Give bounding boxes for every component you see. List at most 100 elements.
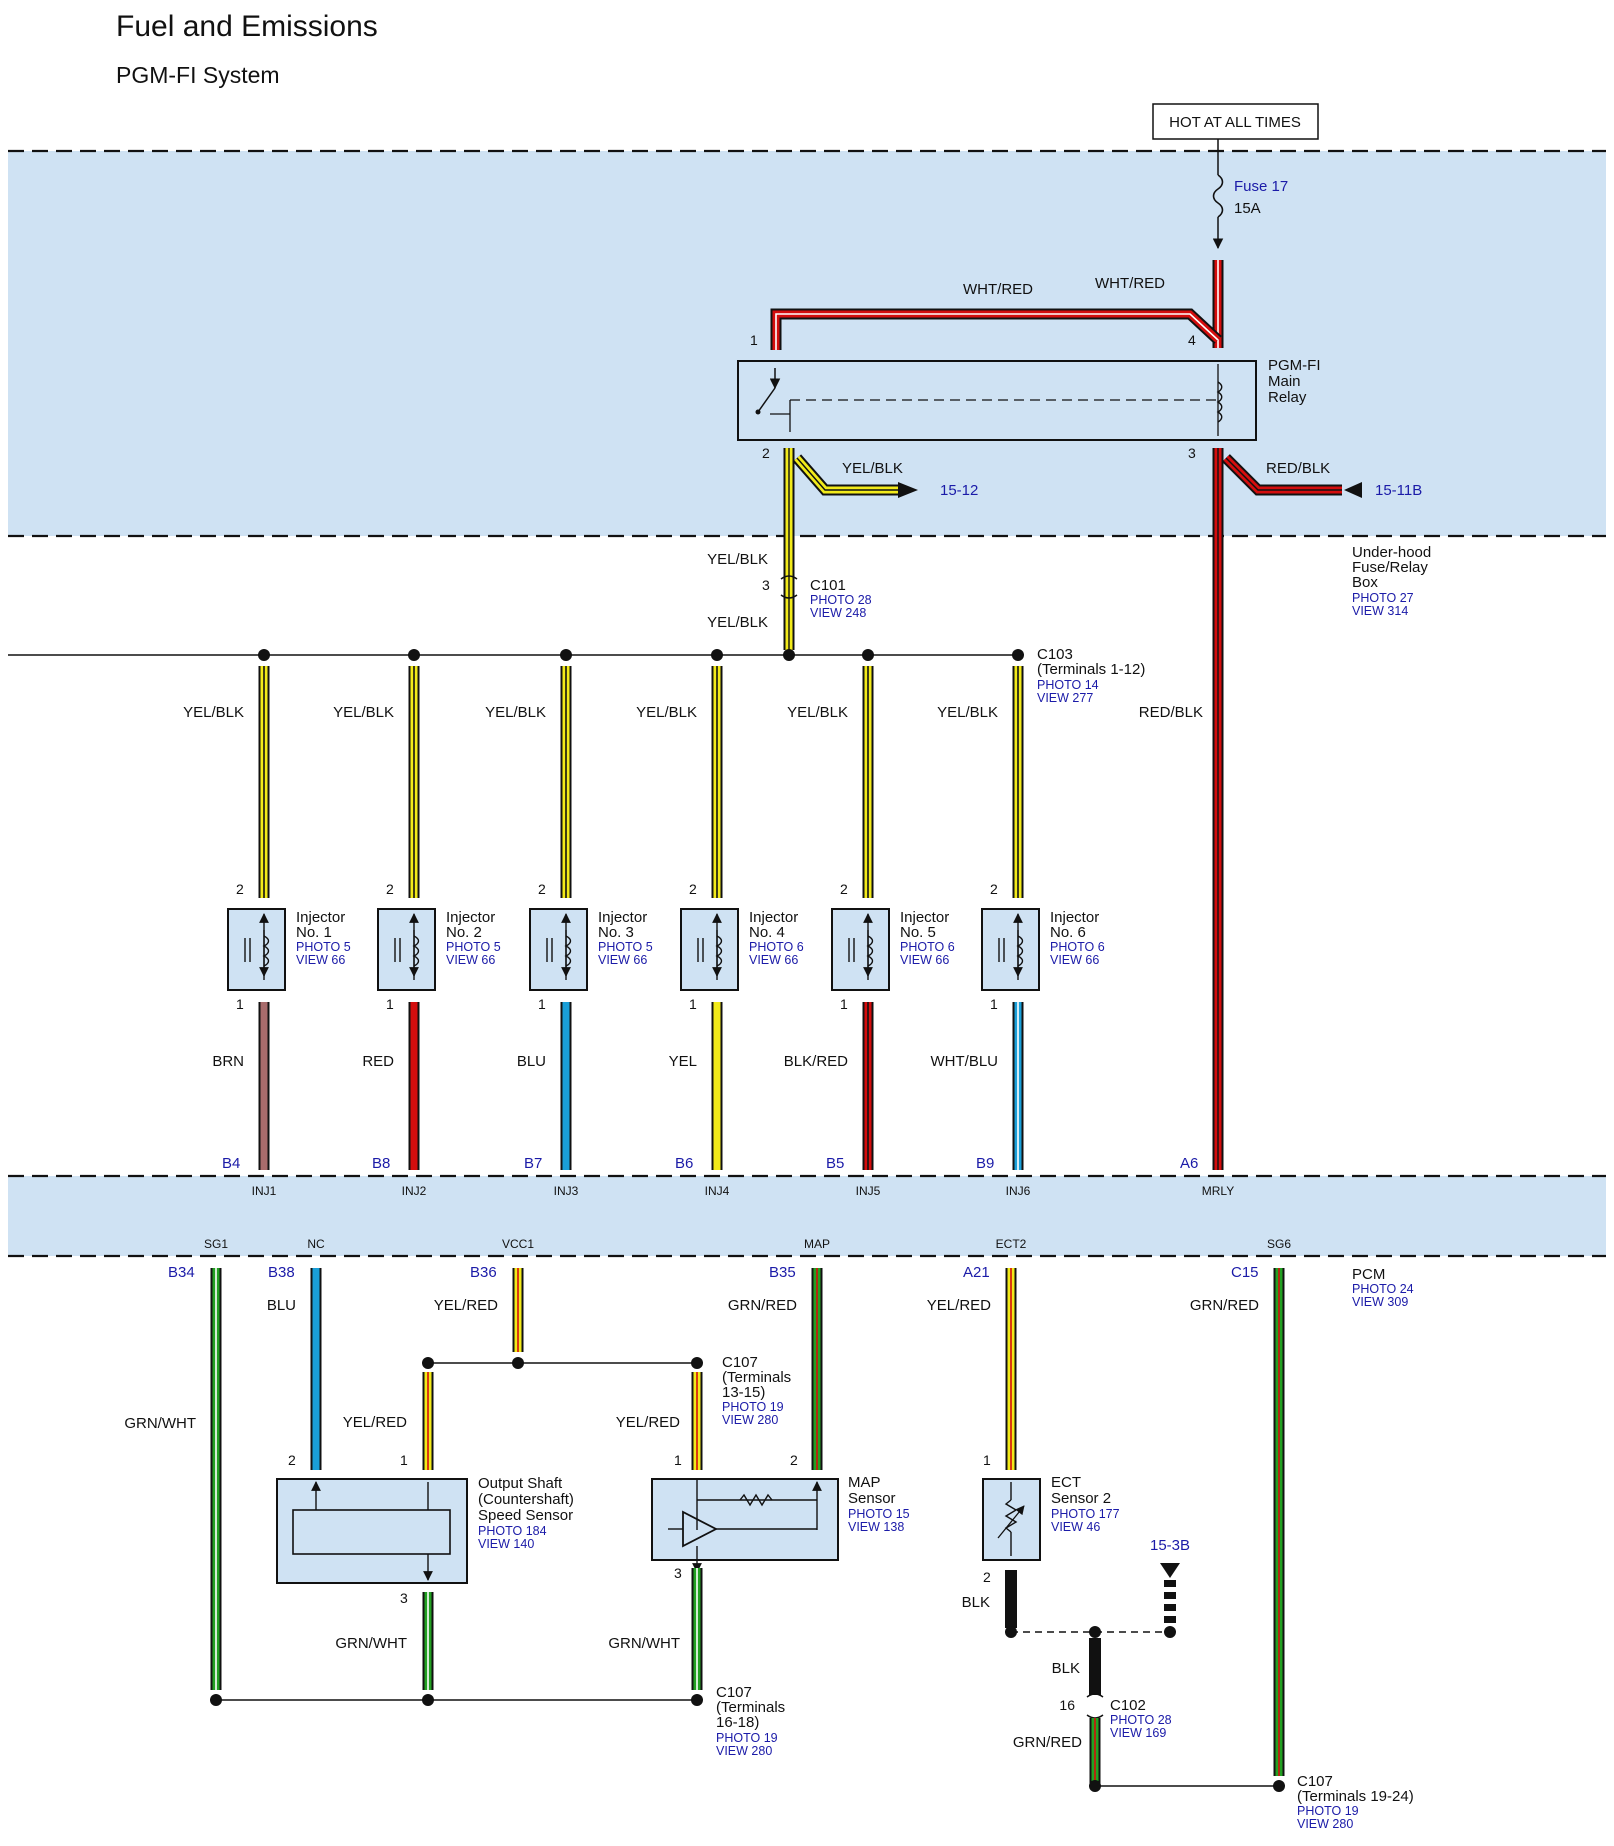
wire-label-pcm-lower: GRN/RED	[1190, 1297, 1259, 1314]
ect-photo: PHOTO 177	[1051, 1507, 1120, 1521]
injector-coil-icon	[262, 935, 270, 967]
pcm-pin-injector: B8	[372, 1155, 390, 1172]
pcm-signal-lower: MAP	[804, 1237, 830, 1251]
pcm-signal-injector: INJ1	[252, 1184, 277, 1198]
injector-view: VIEW 66	[1050, 953, 1099, 967]
underhood-box-view: VIEW 314	[1352, 604, 1408, 618]
c107c-name: C107	[1297, 1773, 1333, 1790]
output-shaft-speed-sensor	[276, 1478, 468, 1584]
injector-pin-top: 2	[840, 881, 848, 897]
wire-label-injector-output: BLK/RED	[784, 1053, 848, 1070]
wire-label-injector-feed: YEL/BLK	[183, 704, 244, 721]
map-name-2: Sensor	[848, 1490, 896, 1507]
injector-photo: PHOTO 5	[296, 940, 351, 954]
pcm-pin-lower: B35	[769, 1264, 796, 1281]
underhood-box-name-2: Fuse/Relay	[1352, 559, 1428, 576]
injector-pin-top: 2	[538, 881, 546, 897]
oss-photo: PHOTO 184	[478, 1524, 547, 1538]
map-name-1: MAP	[848, 1474, 881, 1491]
pcm-signal-lower: VCC1	[502, 1237, 534, 1251]
pcm-signal-injector: INJ2	[402, 1184, 427, 1198]
pcm-signal-injector: INJ6	[1006, 1184, 1031, 1198]
c107c-view: VIEW 280	[1297, 1817, 1353, 1831]
pcm-signal-injector: INJ5	[856, 1184, 881, 1198]
ect-name-2: Sensor 2	[1051, 1490, 1111, 1507]
pcm-signal-lower: SG1	[204, 1237, 228, 1251]
c102-connector	[1086, 1693, 1104, 1719]
pcm-signal-lower: NC	[307, 1237, 325, 1251]
injector-photo: PHOTO 6	[1050, 940, 1105, 954]
injector-pin-bottom: 1	[236, 996, 244, 1012]
injector-1	[227, 908, 286, 991]
underhood-box-name-3: Box	[1352, 574, 1378, 591]
wire-label-c101-above: YEL/BLK	[707, 551, 768, 568]
injector-pin-bottom: 1	[840, 996, 848, 1012]
c103-view: VIEW 277	[1037, 691, 1093, 705]
relay-pin-3: 3	[1188, 445, 1196, 461]
injector-pin-bottom: 1	[538, 996, 546, 1012]
underhood-box-band	[8, 151, 1606, 536]
injector-number: No. 4	[749, 924, 785, 941]
wire-label-injector-feed: YEL/BLK	[333, 704, 394, 721]
injector-4	[680, 908, 739, 991]
wire-label-pcm-lower: GRN/RED	[728, 1297, 797, 1314]
injector-coil-icon	[412, 935, 420, 967]
c107b-terminals-1: (Terminals	[716, 1699, 785, 1716]
oss-pin-3: 3	[400, 1590, 408, 1606]
injector-number: No. 3	[598, 924, 634, 941]
c107b-view: VIEW 280	[716, 1744, 772, 1758]
injector-number: No. 5	[900, 924, 936, 941]
wire-label-wht-red-fuse: WHT/RED	[1095, 275, 1165, 292]
injector-name: Injector	[598, 909, 647, 926]
injector-name: Injector	[749, 909, 798, 926]
oss-pin-1: 1	[400, 1452, 408, 1468]
off-page-arrow-15-3b	[1160, 1563, 1180, 1578]
injector-name: Injector	[296, 909, 345, 926]
pcm-pin-lower: C15	[1231, 1264, 1259, 1281]
c107b-terminals-2: 16-18)	[716, 1714, 759, 1731]
hot-at-all-times-label: HOT AT ALL TIMES	[1169, 114, 1301, 131]
map-pin-3: 3	[674, 1565, 682, 1581]
c107b-photo: PHOTO 19	[716, 1731, 778, 1745]
c102-view: VIEW 169	[1110, 1726, 1166, 1740]
resistor-icon	[739, 1493, 773, 1507]
relay-coil-icon	[1216, 381, 1223, 423]
injector-number: No. 1	[296, 924, 332, 941]
c103-photo: PHOTO 14	[1037, 678, 1099, 692]
injector-view: VIEW 66	[900, 953, 949, 967]
oss-name-1: Output Shaft	[478, 1475, 563, 1492]
c107a-view: VIEW 280	[722, 1413, 778, 1427]
wire-label-injector-feed: YEL/BLK	[485, 704, 546, 721]
relay-name-1: PGM-FI	[1268, 357, 1321, 374]
injector-pin-bottom: 1	[990, 996, 998, 1012]
ect-pin-2: 2	[983, 1569, 991, 1585]
wire-label-ect-blk: BLK	[962, 1594, 990, 1611]
injector-pin-top: 2	[990, 881, 998, 897]
injector-coil-icon	[715, 935, 723, 967]
injector-coil-icon	[564, 935, 572, 967]
pcm-pin-injector: B6	[675, 1155, 693, 1172]
off-page-15-12: 15-12	[940, 482, 978, 499]
injector-name: Injector	[446, 909, 495, 926]
injector-pin-bottom: 1	[386, 996, 394, 1012]
c107a-terminals-1: (Terminals	[722, 1369, 791, 1386]
c101-name: C101	[810, 577, 846, 594]
hot-at-all-times-box	[1152, 103, 1319, 140]
injector-pin-top: 2	[236, 881, 244, 897]
map-sensor	[651, 1478, 839, 1561]
ect-name-1: ECT	[1051, 1474, 1081, 1491]
wire-label-injector-feed: YEL/BLK	[937, 704, 998, 721]
injector-view: VIEW 66	[749, 953, 798, 967]
c103-name: C103	[1037, 646, 1073, 663]
pcm-photo: PHOTO 24	[1352, 1282, 1414, 1296]
pcm-band	[8, 1176, 1606, 1256]
fuse-rating: 15A	[1234, 200, 1261, 217]
c103-terminals: (Terminals 1-12)	[1037, 661, 1145, 678]
injector-coil-icon	[1016, 935, 1024, 967]
pcm-name: PCM	[1352, 1266, 1385, 1283]
wire-label-injector-output: BRN	[212, 1053, 244, 1070]
wire-label-injector-output: WHT/BLU	[931, 1053, 999, 1070]
pcm-pin-injector: B7	[524, 1155, 542, 1172]
map-pin-2: 2	[790, 1452, 798, 1468]
c107a-name: C107	[722, 1354, 758, 1371]
